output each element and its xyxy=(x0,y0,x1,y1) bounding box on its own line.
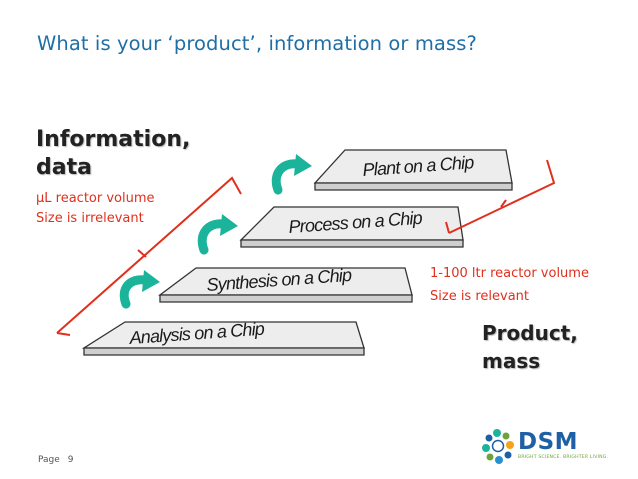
information-size-note: Size is irrelevant xyxy=(36,211,144,226)
bracket-icon xyxy=(445,159,556,234)
information-details: µL reactor volume Size is irrelevant xyxy=(36,189,155,229)
logo-name: DSM xyxy=(518,429,579,455)
step-analysis xyxy=(81,321,365,356)
footer: Page 9 xyxy=(38,455,82,465)
curved-arrow-icon xyxy=(271,154,312,195)
page-number: 9 xyxy=(67,455,74,465)
product-heading: Product, mass xyxy=(482,319,578,375)
product-size-note: Size is relevant xyxy=(430,289,529,304)
information-heading-line1: Information, xyxy=(36,127,191,152)
information-heading-line2: data xyxy=(36,155,92,180)
bracket-icon xyxy=(56,176,242,336)
information-heading: Information, data xyxy=(36,126,190,182)
product-heading-line2: mass xyxy=(482,349,541,373)
dsm-logo-icon xyxy=(482,429,514,464)
product-details: 1-100 ltr reactor volume Size is relevan… xyxy=(430,262,589,308)
product-heading-line1: Product, xyxy=(482,321,578,345)
step-process xyxy=(239,206,464,248)
curved-arrow-icon xyxy=(119,270,160,309)
curved-arrow-icon xyxy=(197,214,238,255)
information-volume: µL reactor volume xyxy=(36,191,155,206)
product-volume: 1-100 ltr reactor volume xyxy=(430,266,589,281)
dsm-logo: DSM BRIGHT SCIENCE. BRIGHTER LIVING. xyxy=(479,423,629,475)
page-label: Page xyxy=(38,455,60,465)
step-plant xyxy=(313,149,513,191)
logo-tagline: BRIGHT SCIENCE. BRIGHTER LIVING. xyxy=(518,455,609,460)
page-title: What is your ‘product’, information or m… xyxy=(37,32,477,55)
step-synthesis xyxy=(158,267,413,303)
